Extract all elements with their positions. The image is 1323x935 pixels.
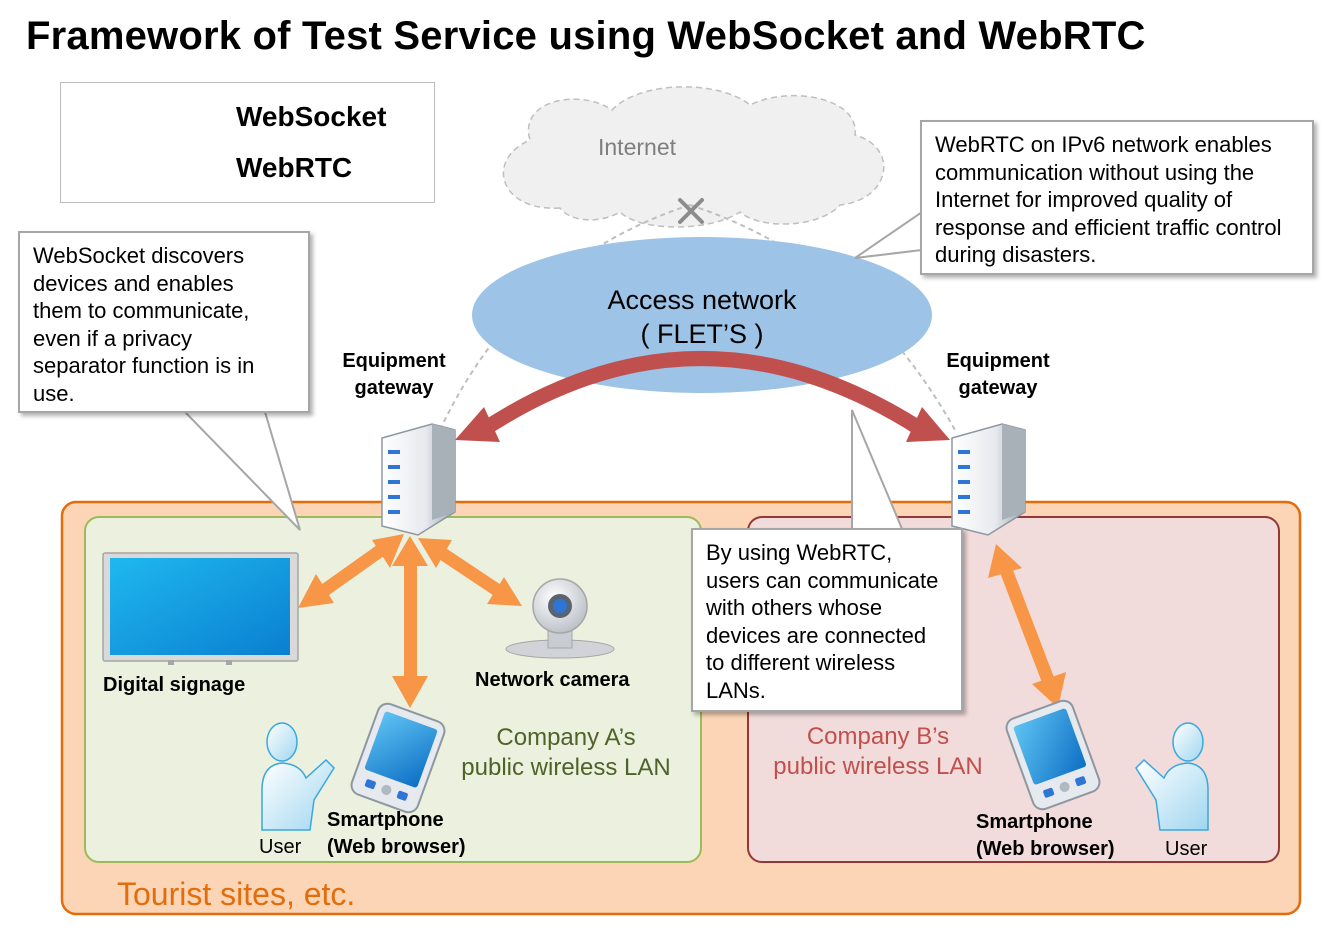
gateway-left-line2: gateway: [354, 377, 434, 399]
legend-webrtc-label: WebRTC: [236, 152, 353, 183]
webrtc-link-arrow: [455, 351, 950, 442]
gateway-right-line2: gateway: [958, 377, 1038, 399]
callout-line: By using WebRTC,: [706, 540, 893, 565]
callout-line: devices and enables: [33, 270, 234, 296]
callout-line: during disasters.: [935, 242, 1097, 267]
company-a-line1: Company A’s: [496, 724, 636, 751]
smartphone-b-label: Smartphone (Web browser): [976, 809, 1115, 863]
callout-line: LANs.: [706, 677, 766, 703]
gateway-left-line1: Equipment: [342, 350, 446, 372]
access-network-label: Access network ( FLET’S ): [562, 283, 842, 351]
gateway-icon: [951, 423, 1026, 536]
monitor-icon: [102, 552, 299, 665]
callout-line: users can communicate: [706, 567, 939, 593]
websocket-callout: WebSocket discovers devices and enables …: [18, 231, 310, 413]
callout-line: use.: [33, 380, 75, 406]
smartphone-a-label: Smartphone (Web browser): [327, 807, 466, 861]
callout-line: with others whose: [706, 595, 883, 620]
access-network-line2: ( FLET’S ): [640, 319, 764, 349]
webcam-icon: [505, 578, 615, 659]
gateway-left-label: Equipment gateway: [324, 348, 464, 402]
smartphone-b-line2: (Web browser): [976, 838, 1115, 860]
websocket-link-signage: [298, 534, 404, 608]
legend: [60, 82, 435, 203]
legend-websocket-label: WebSocket: [236, 101, 387, 132]
websocket-link-smartphone-b: [988, 544, 1066, 708]
callout-line: to different wireless: [706, 650, 896, 675]
company-a-lan-label: Company A’s public wireless LAN: [456, 723, 676, 783]
internet-label: Internet: [598, 134, 676, 160]
gateway-right-line1: Equipment: [946, 350, 1050, 372]
webrtc-callout-tail: [851, 409, 907, 537]
ipv6-callout-tail: [854, 210, 923, 259]
blocked-x-icon: [678, 198, 704, 224]
webrtc-callout: By using WebRTC, users can communicate w…: [691, 528, 963, 712]
callout-line: response and efficient traffic control: [935, 214, 1282, 240]
network-camera-label: Network camera: [475, 669, 630, 691]
access-network-ellipse: [472, 237, 932, 393]
company-b-lan-label: Company B’s public wireless LAN: [768, 722, 988, 782]
page-title: Framework of Test Service using WebSocke…: [26, 14, 1146, 58]
callout-line: devices are connected: [706, 622, 927, 648]
callout-line: communication without using the: [935, 159, 1255, 185]
tourist-sites-label: Tourist sites, etc.: [117, 876, 356, 912]
gateway-icon: [381, 423, 456, 536]
websocket-link-smartphone: [392, 536, 428, 708]
user-a-label: User: [259, 836, 302, 858]
websocket-link-camera: [418, 538, 522, 606]
access-network-line1: Access network: [607, 285, 797, 315]
callout-line: them to communicate,: [33, 298, 250, 323]
cloud-icon: [502, 86, 885, 228]
callout-line: even if a privacy: [33, 325, 192, 351]
digital-signage-label: Digital signage: [103, 674, 246, 696]
company-b-line2: public wireless LAN: [773, 753, 983, 780]
user-b-label: User: [1165, 838, 1208, 860]
callout-line: WebRTC on IPv6 network enables: [935, 132, 1272, 157]
callout-line: Internet for improved quality of: [935, 187, 1233, 212]
user-silhouette-icon: [1135, 722, 1209, 831]
callout-line: WebSocket discovers: [33, 243, 245, 268]
smartphone-icon: [350, 702, 446, 814]
smartphone-b-line1: Smartphone: [976, 811, 1093, 833]
user-silhouette-icon: [261, 722, 335, 831]
smartphone-icon: [1005, 699, 1101, 811]
ipv6-callout: WebRTC on IPv6 network enables communica…: [920, 120, 1314, 275]
company-b-line1: Company B’s: [806, 723, 950, 750]
smartphone-a-line1: Smartphone: [327, 809, 444, 831]
gateway-right-label: Equipment gateway: [928, 348, 1068, 402]
company-a-line2: public wireless LAN: [461, 754, 671, 781]
callout-line: separator function is in: [33, 353, 255, 378]
smartphone-a-line2: (Web browser): [327, 836, 466, 858]
